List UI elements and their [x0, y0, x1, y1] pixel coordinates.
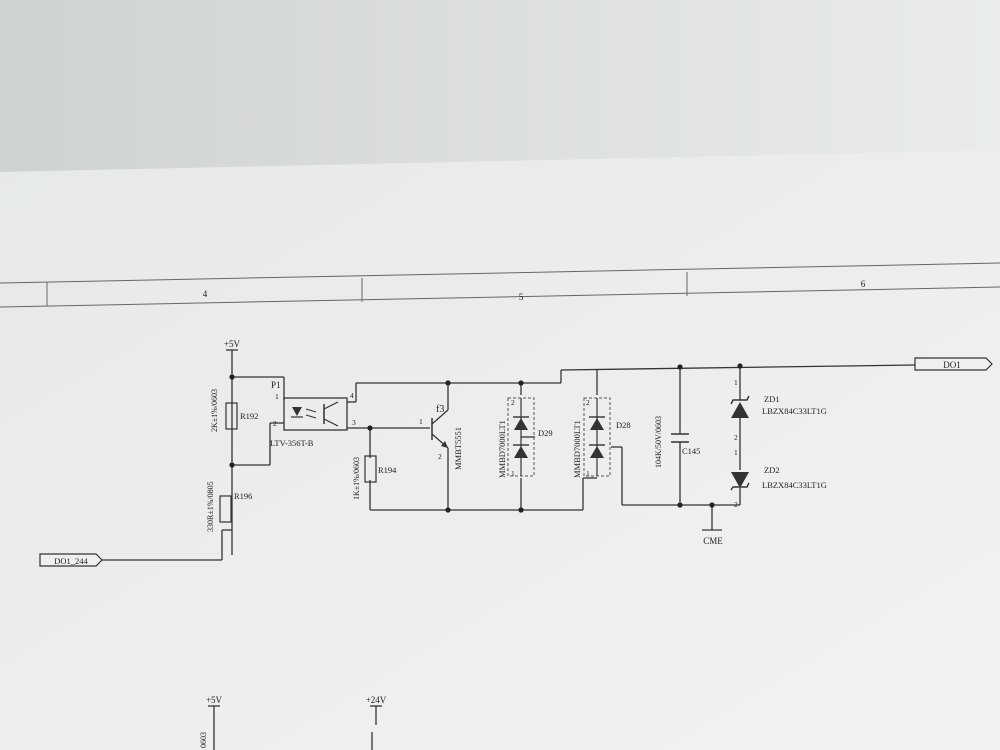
opto-pin-3: 3	[352, 418, 356, 427]
ground-label: CME	[703, 536, 723, 546]
transistor-pin-1: 1	[419, 417, 423, 426]
paper-sheet	[0, 150, 1000, 750]
bottom-power-label-24v: +24V	[366, 695, 387, 705]
transistor-part: MMBT5551	[453, 427, 463, 470]
dual-diode-d29: D29 2 1 MMBD7000LT1	[497, 397, 553, 478]
zone-label-5: 5	[519, 292, 524, 302]
bottom-partial-value: 0603	[199, 732, 208, 748]
zone-strip	[0, 262, 1000, 308]
d28-ref: D28	[616, 420, 631, 430]
d28-pin-2: 2	[586, 398, 590, 407]
d29-pin-1: 1	[511, 469, 515, 478]
resistor-r194: R194 1K±1%/0603	[352, 455, 397, 500]
opto-ref: P1	[271, 380, 281, 390]
partial-section-bottom: +5V 0603 +24V	[199, 695, 387, 750]
zd2-ref: ZD2	[764, 465, 780, 475]
wires	[100, 355, 916, 561]
r192-value: 2K±1%/0603	[210, 389, 219, 432]
zd2-part: LBZX84C33LT1G	[762, 480, 827, 490]
power-label-5v: +5V	[224, 339, 241, 349]
zone-label-6: 6	[861, 279, 866, 289]
input-port-label: DO1_244	[54, 556, 88, 566]
zd2-pin-2: 2	[734, 500, 738, 509]
transistor-pin-2: 2	[438, 452, 442, 461]
d28-part: MMBD7000LT1	[572, 420, 582, 478]
zd2-pin-1: 1	[734, 448, 738, 457]
output-port-label: DO1	[943, 360, 961, 370]
d29-pin-2: 2	[511, 398, 515, 407]
zd1-ref: ZD1	[764, 394, 780, 404]
opto-pin-2: 2	[273, 419, 277, 428]
opto-pin-4: 4	[350, 391, 354, 400]
bottom-power-label-5v: +5V	[206, 695, 223, 705]
r196-ref: R196	[234, 491, 252, 501]
resistor-r192: R192 2K±1%/0603	[210, 389, 258, 432]
c145-value: 104K/50V/0603	[654, 416, 663, 468]
r194-value: 1K±1%/0603	[352, 457, 361, 500]
zd1-pin-2: 2	[734, 433, 738, 442]
capacitor-c145: C145 104K/50V/0603	[654, 416, 700, 468]
input-port-do1-244: DO1_244	[39, 553, 103, 567]
output-port-do1: DO1	[914, 357, 993, 371]
d28-pin-1: 1	[586, 469, 590, 478]
dual-diode-d28: D28 2 1 MMBD7000LT1	[572, 397, 631, 478]
transistor-f3: f3 1 2 MMBT5551	[419, 404, 463, 470]
r194-ref: R194	[378, 465, 397, 475]
transistor-ref: f3	[436, 404, 444, 415]
ground-symbol-cme: CME	[702, 529, 723, 546]
opto-part: LTV-356T-B	[270, 438, 314, 448]
zd1-part: LBZX84C33LT1G	[762, 406, 827, 416]
c145-ref: C145	[682, 446, 700, 456]
zener-zd1: ZD1 LBZX84C33LT1G 1 2	[730, 378, 827, 442]
d29-ref: D29	[538, 428, 553, 438]
power-symbol-5v: +5V	[224, 339, 241, 356]
zener-zd2: ZD2 LBZX84C33LT1G 1 2	[730, 448, 827, 509]
r192-ref: R192	[240, 411, 258, 421]
zd1-pin-1: 1	[734, 378, 738, 387]
junction-dots	[229, 363, 743, 513]
d29-part: MMBD7000LT1	[497, 420, 507, 478]
optocoupler-p1: P1 LTV-356T-B 1 2 3 4	[270, 380, 356, 448]
opto-pin-1: 1	[275, 392, 279, 401]
resistor-r196: R196 330R±1%/0805	[206, 481, 252, 532]
r196-value: 330R±1%/0805	[206, 481, 215, 532]
zone-label-4: 4	[203, 289, 208, 299]
